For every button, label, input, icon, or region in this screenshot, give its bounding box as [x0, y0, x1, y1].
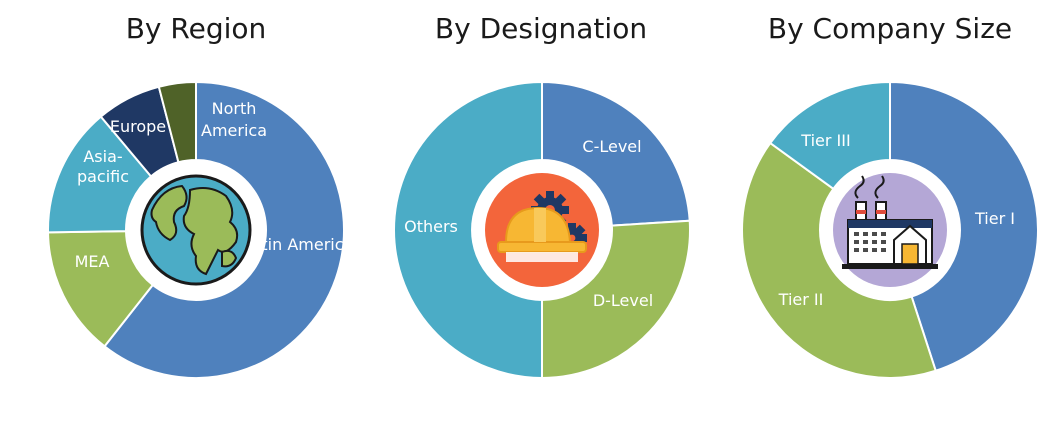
- chart-title-region: By Region: [125, 12, 267, 45]
- chart-title-company-size: By Company Size: [767, 12, 1013, 45]
- slice-label-europe: Europe: [110, 117, 166, 136]
- slice-label-mea: MEA: [75, 252, 110, 271]
- slice-label-others: Others: [404, 217, 458, 236]
- helmet-gears-icon: [485, 173, 599, 287]
- slice-label-c-level: C-Level: [582, 137, 641, 156]
- globe-icon: [140, 174, 252, 286]
- slice-others: [393, 80, 543, 380]
- factory-icon: [833, 173, 947, 287]
- chart-title-designation: By Designation: [434, 12, 648, 45]
- slice-label-tier-i: Tier I: [974, 209, 1015, 228]
- slice-label-tier-ii: Tier II: [778, 290, 824, 309]
- slice-label-d-level: D-Level: [593, 291, 653, 310]
- slice-label-latin-america: Latin America: [243, 235, 354, 254]
- slice-label-tier-iii: Tier III: [800, 131, 850, 150]
- slice-label-asia-pacific: Asia-pacific: [77, 147, 129, 186]
